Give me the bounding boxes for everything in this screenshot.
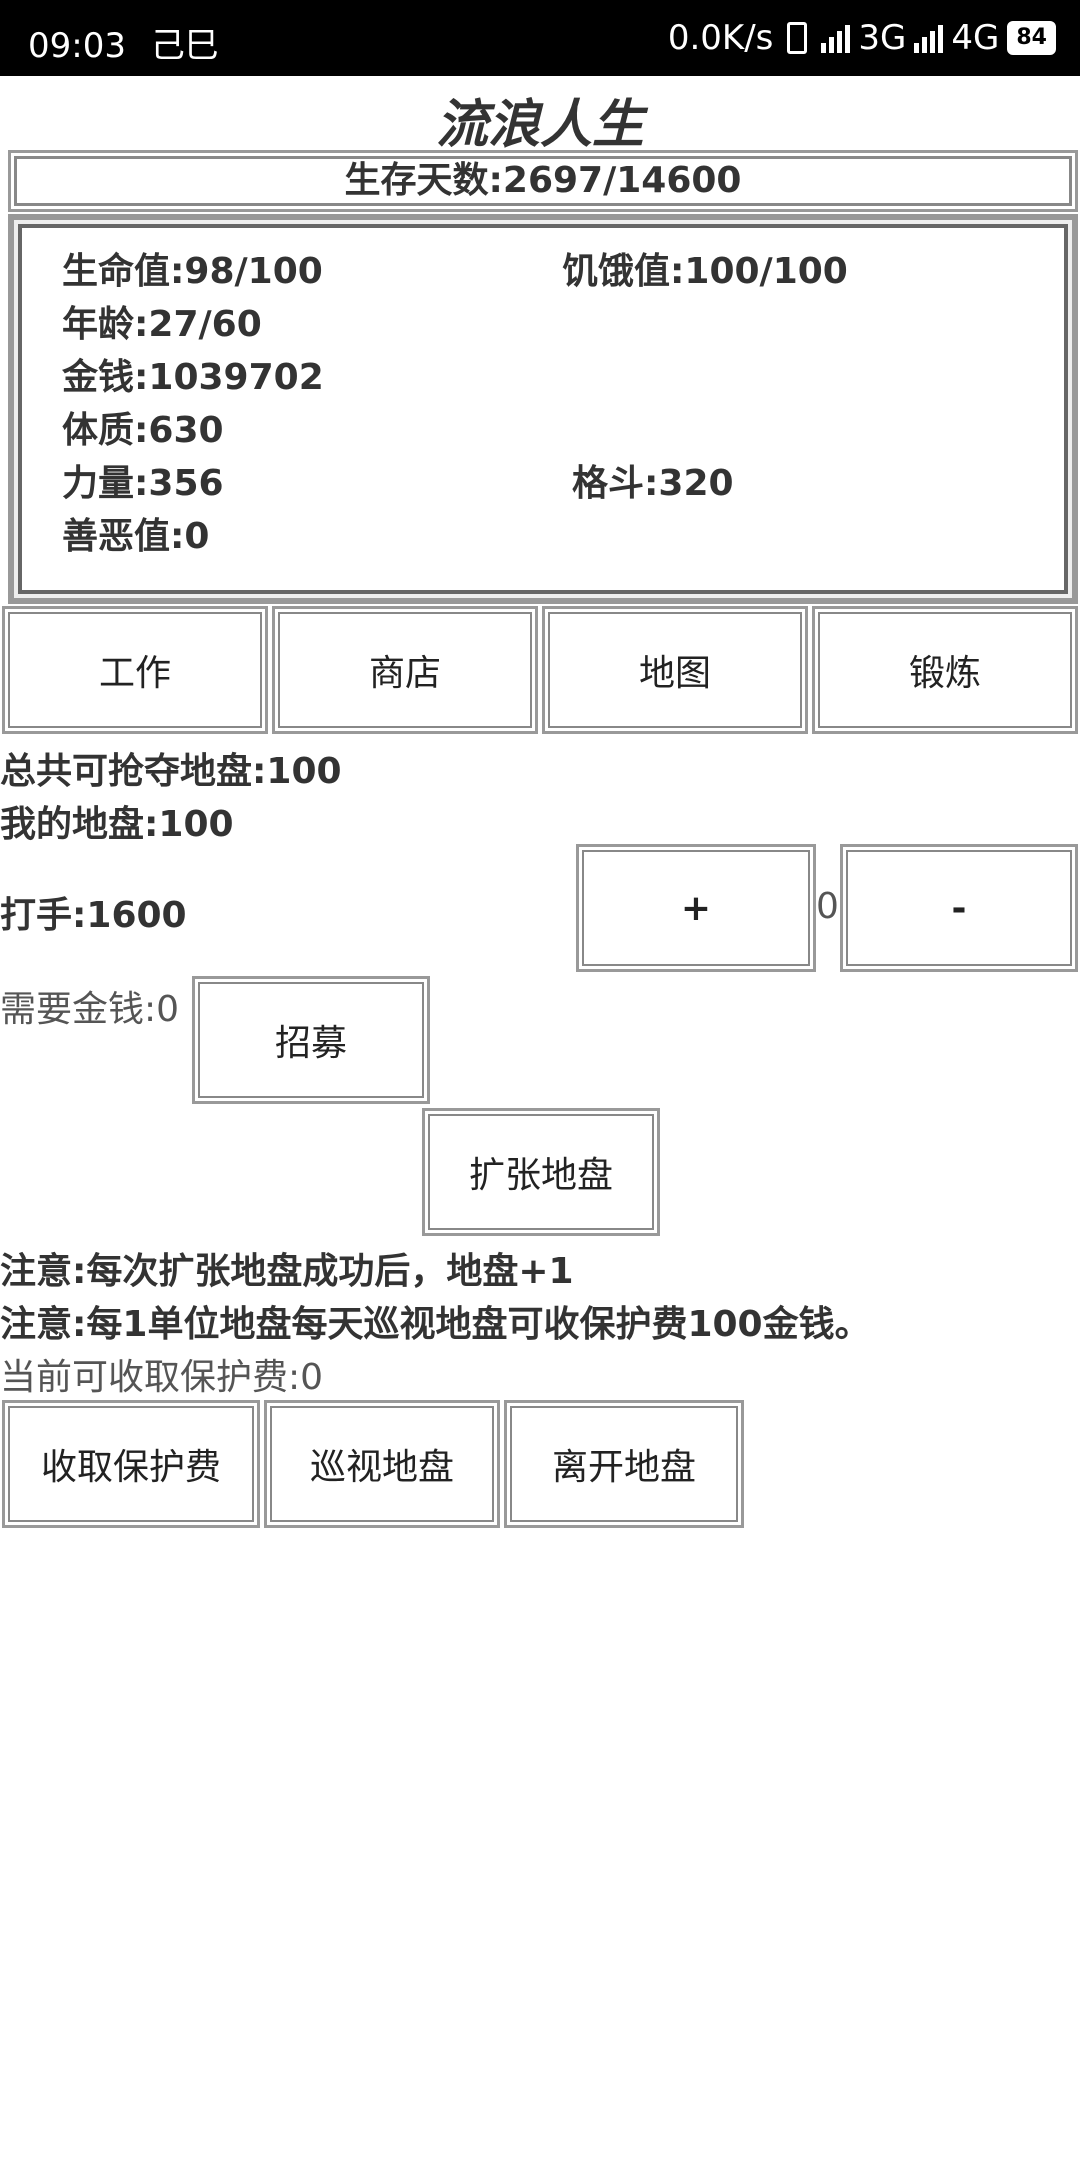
- train-button[interactable]: 锻炼: [812, 606, 1078, 734]
- collect-fee-button[interactable]: 收取保护费: [2, 1400, 260, 1528]
- current-fee: 当前可收取保护费:0: [0, 1357, 324, 1398]
- note-expand: 注意:每次扩张地盘成功后，地盘+1: [0, 1251, 574, 1292]
- stat-strength: 力量:356: [62, 463, 224, 504]
- stat-karma: 善恶值:0: [62, 516, 210, 557]
- stat-fight: 格斗:320: [572, 463, 734, 504]
- page-title: 流浪人生: [435, 95, 644, 155]
- recruit-count: 0: [816, 886, 839, 927]
- status-right: 0.0K/s 3G 4G 84: [668, 18, 1056, 58]
- required-money: 需要金钱:0: [0, 989, 180, 1030]
- leave-territory-button[interactable]: 离开地盘: [504, 1400, 744, 1528]
- shop-button[interactable]: 商店: [272, 606, 538, 734]
- work-button[interactable]: 工作: [2, 606, 268, 734]
- battery-icon: 84: [1007, 21, 1056, 55]
- note-fee: 注意:每1单位地盘每天巡视地盘可收保护费100金钱。: [0, 1304, 871, 1345]
- survival-days: 生存天数:2697/14600: [8, 150, 1078, 212]
- signal-icon: [821, 23, 851, 53]
- thugs-count: 打手:1600: [0, 895, 187, 936]
- expand-territory-button[interactable]: 扩张地盘: [422, 1108, 660, 1236]
- recruit-button[interactable]: 招募: [192, 976, 430, 1104]
- vibrate-icon: [787, 22, 808, 54]
- stats-panel: 生命值:98/100 饥饿值:100/100 年龄:27/60 金钱:10397…: [8, 214, 1078, 604]
- stat-hp: 生命值:98/100: [62, 251, 323, 292]
- patrol-button[interactable]: 巡视地盘: [264, 1400, 500, 1528]
- minus-button[interactable]: -: [840, 844, 1078, 972]
- map-button[interactable]: 地图: [542, 606, 808, 734]
- stat-hunger: 饥饿值:100/100: [562, 251, 848, 292]
- status-bar: 09:03 己巳 0.0K/s 3G 4G 84: [0, 0, 1080, 76]
- clock: 09:03: [28, 26, 126, 66]
- plus-button[interactable]: +: [576, 844, 816, 972]
- network-4g: 4G: [951, 18, 1000, 58]
- my-territory: 我的地盘:100: [0, 804, 234, 845]
- network-3g: 3G: [858, 18, 907, 58]
- signal-icon-2: [914, 23, 944, 53]
- status-left: 09:03 己巳: [28, 18, 219, 67]
- date-extra: 己巳: [150, 26, 219, 66]
- total-territory: 总共可抢夺地盘:100: [0, 751, 342, 792]
- stat-constitution: 体质:630: [62, 410, 224, 451]
- stat-money: 金钱:1039702: [62, 357, 324, 398]
- stat-age: 年龄:27/60: [62, 304, 262, 345]
- net-speed: 0.0K/s: [667, 18, 774, 58]
